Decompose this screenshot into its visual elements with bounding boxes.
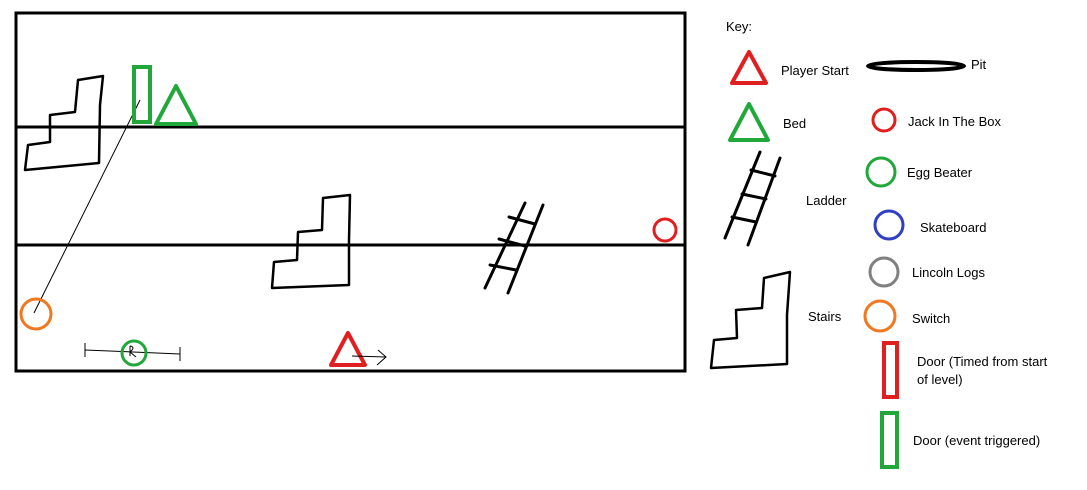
ladder-icon — [483, 201, 545, 295]
key-stairs-icon — [709, 270, 792, 370]
switch-wire — [33, 99, 141, 314]
key-title: Key: — [726, 19, 753, 34]
label-bed: Bed — [783, 116, 807, 131]
key-switch-icon — [863, 299, 897, 333]
key-door-timed-icon — [882, 341, 899, 399]
level-border — [14, 11, 687, 373]
player-start-icon — [329, 331, 367, 367]
stairs-icon — [23, 74, 105, 172]
key-egg-beater-icon — [865, 156, 897, 188]
label-egg-beater: Egg Beater — [907, 165, 973, 180]
label-lincoln-logs: Lincoln Logs — [912, 265, 985, 280]
label-skateboard: Skateboard — [920, 220, 987, 235]
switch-icon — [19, 297, 53, 331]
label-door-event: Door (event triggered) — [913, 433, 1041, 448]
label-player-start: Player Start — [781, 63, 849, 78]
event-door-icon — [132, 65, 152, 124]
key-pit-icon — [866, 60, 966, 72]
level-map — [14, 11, 687, 373]
key-lincoln-logs-icon — [868, 256, 900, 288]
key-jack-in-the-box-icon — [871, 107, 897, 133]
bed-icon — [154, 84, 198, 126]
key-skateboard-icon — [873, 209, 905, 241]
key-player-start-icon — [730, 50, 768, 85]
key-bed-icon — [728, 102, 770, 142]
label-door-timed: Door (Timed from start of level) — [917, 354, 1048, 387]
key-door-event-icon — [880, 411, 899, 469]
egg-beater-path — [84, 343, 181, 361]
label-jack-in-the-box: Jack In The Box — [908, 114, 1001, 129]
direction-arrow-icon — [351, 349, 387, 366]
label-ladder: Ladder — [806, 193, 847, 208]
jack-in-the-box-icon — [652, 217, 678, 243]
label-stairs: Stairs — [808, 309, 842, 324]
stairs-icon — [270, 193, 352, 290]
label-switch: Switch — [912, 311, 951, 326]
key-ladder-icon — [723, 150, 782, 247]
egg-beater-icon — [120, 339, 148, 367]
label-pit: Pit — [971, 57, 987, 72]
